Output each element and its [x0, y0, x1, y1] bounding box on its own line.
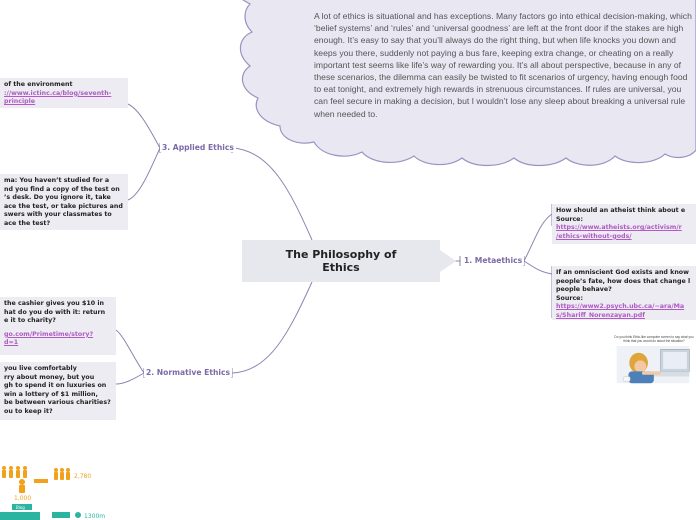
leaf-god-source-label: Source: — [556, 294, 583, 302]
thumbnail-caption: Do you think Ethic-like computer screen … — [614, 335, 694, 343]
link-central-normative — [231, 281, 313, 374]
link-central-applied — [231, 147, 313, 241]
person-icon-group-2 — [54, 468, 70, 480]
leaf-atheist-text: How should an atheist think about e — [556, 207, 686, 214]
leaf-atheist[interactable]: How should an atheist think about e Sour… — [552, 204, 696, 244]
leaf-cashier-text: the cashier gives you $10 in hat do you … — [4, 300, 106, 325]
link-meta-god — [523, 260, 553, 275]
leaf-god-link[interactable]: https://www2.psych.ubc.ca/~ara/Ma s/Shar… — [556, 303, 685, 319]
leaf-atheist-source-label: Source: — [556, 215, 583, 223]
leaf-atheist-link[interactable]: https://www.atheists.org/activism/r /eth… — [556, 224, 682, 240]
leaf-environment[interactable]: of the environment ://www.ictinc.ca/blog… — [0, 78, 128, 108]
leaf-omniscient-god[interactable]: If an omniscient God exists and know peo… — [552, 266, 696, 320]
statistics-infographic: 1,000 2,780 Blog 1300m — [0, 466, 105, 520]
link-applied-test — [127, 147, 161, 201]
infographic-count-1: 1,000 — [14, 495, 31, 502]
infographic-tag: Blog — [16, 505, 25, 510]
link-normative-cashier — [115, 329, 145, 374]
infographic-count-2: 2,780 — [74, 473, 91, 480]
leaf-cashier-link[interactable]: go.com/Primetime/story? d=1 — [4, 330, 94, 347]
leaf-cashier[interactable]: the cashier gives you $10 in hat do you … — [0, 297, 116, 355]
frustrated-computer-user-image — [616, 346, 690, 384]
leaf-environment-link[interactable]: ://www.ictinc.ca/blog/seventh- principle — [4, 89, 112, 106]
central-topic-line1: The Philosophy of — [285, 248, 397, 261]
central-topic-line2: Ethics — [322, 261, 360, 274]
leaf-god-text: If an omniscient God exists and know peo… — [556, 269, 691, 294]
leaf-test-dilemma[interactable]: ma: You haven’t studied for a nd you fin… — [0, 174, 128, 230]
infographic-count-3: 1300m — [84, 513, 105, 520]
cloud-shape — [239, 0, 696, 167]
person-icon-group — [2, 466, 27, 478]
link-meta-atheist — [523, 213, 553, 262]
link-normative-lottery — [115, 372, 145, 385]
cloud-note-text: A lot of ethics is situational and has e… — [314, 11, 692, 119]
branch-normative-ethics[interactable]: 2. Normative Ethics — [144, 368, 232, 377]
leaf-lottery[interactable]: you live comfortably rry about money, bu… — [0, 362, 116, 420]
leaf-environment-text: of the environment — [4, 81, 73, 88]
central-pointer — [440, 250, 456, 272]
link-applied-env — [127, 103, 161, 149]
branch-metaethics[interactable]: 1. Metaethics — [462, 256, 525, 265]
central-topic[interactable]: The Philosophy of Ethics — [242, 240, 440, 282]
branch-applied-ethics[interactable]: 3. Applied Ethics — [160, 143, 236, 152]
